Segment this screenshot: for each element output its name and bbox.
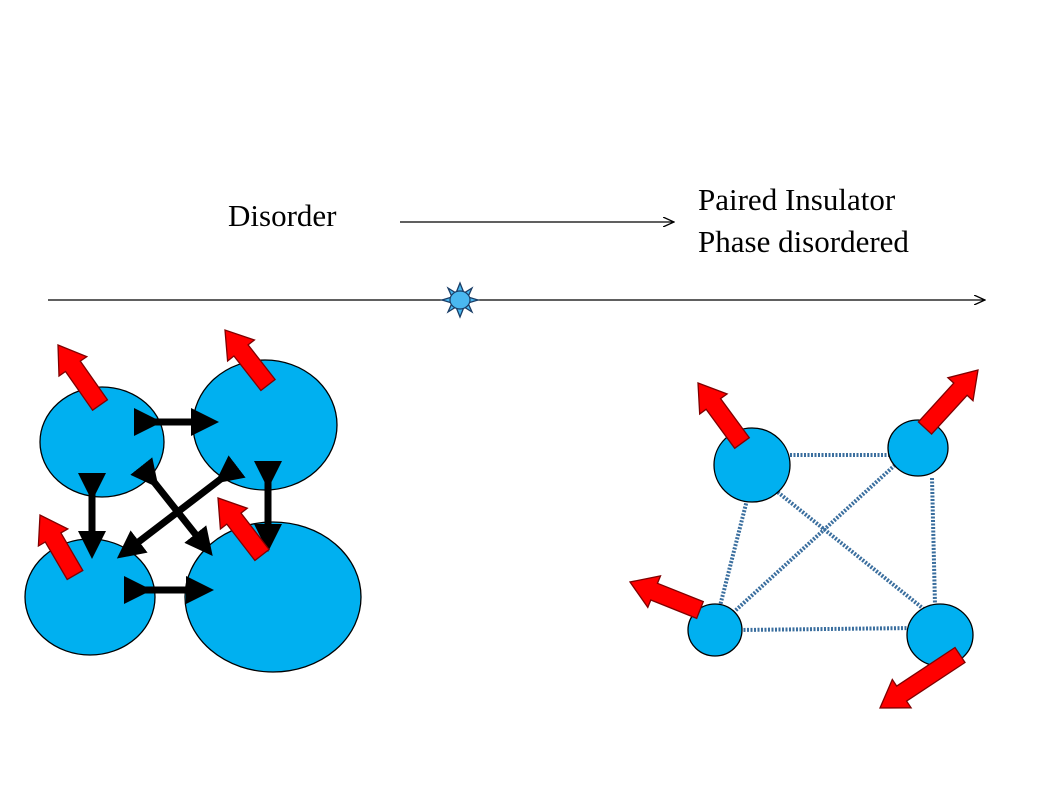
left-phase-arrow-top-right-icon: [224, 329, 277, 392]
right-phase-arrow-bottom-right-icon: [879, 646, 966, 709]
disorder-label: Disorder: [228, 198, 337, 233]
right-phase-arrow-top-left-icon: [697, 382, 751, 450]
critical-point-star-icon: [439, 281, 481, 319]
phase-disordered-label: Phase disordered: [698, 224, 909, 259]
left-phase-arrow-bottom-left-icon: [37, 513, 84, 581]
left-phase-arrow-top-left-icon: [57, 344, 109, 412]
left-grain-bottom-left: [24, 538, 156, 656]
left-grain-cluster: [24, 359, 362, 673]
left-phase-arrow-bottom-right-icon: [217, 497, 271, 562]
right-coupling-bottom: [739, 626, 916, 632]
right-phase-arrow-bottom-left-icon: [628, 575, 705, 620]
right-grain-cluster: [687, 419, 974, 667]
right-coupling-right: [930, 477, 937, 606]
right-grain-top-right: [887, 419, 949, 477]
paired-insulator-label: Paired Insulator: [698, 182, 896, 217]
right-phase-arrow-top-right-icon: [917, 369, 979, 436]
right-grain-top-left: [713, 427, 791, 503]
phase-arrows: [37, 329, 979, 709]
left-grain-bottom-right: [184, 521, 362, 673]
right-coupling-diagonal-a: [773, 488, 927, 612]
right-coupling-left: [718, 499, 749, 607]
right-grain-bottom-left: [687, 603, 743, 657]
left-coupling-diagonal-b: [116, 455, 246, 559]
